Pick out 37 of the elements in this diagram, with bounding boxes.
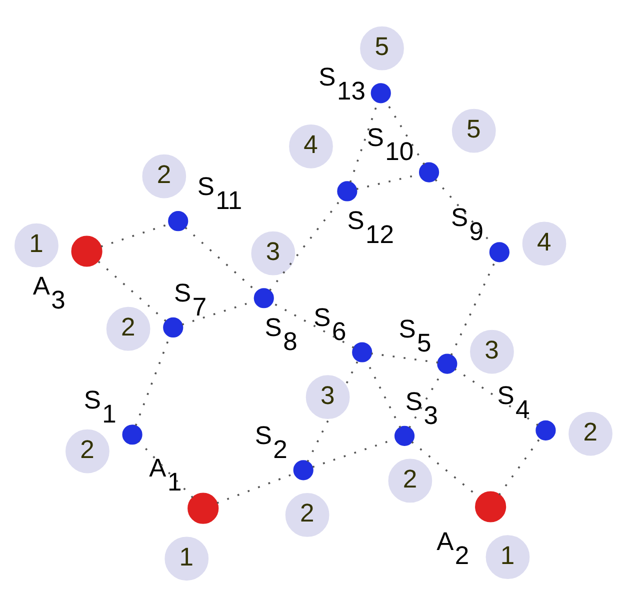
node-circle xyxy=(352,342,372,362)
node-circle xyxy=(489,242,510,262)
node-label: 5 xyxy=(374,32,389,61)
connector xyxy=(454,368,538,426)
node-label: 2 xyxy=(402,465,418,494)
node-circle xyxy=(168,210,188,231)
node-circle xyxy=(254,288,274,308)
node-label: 1 xyxy=(179,542,194,571)
node-label: 1 xyxy=(29,230,44,258)
node-label: 2 xyxy=(300,499,314,528)
connector xyxy=(498,437,541,495)
node-circle xyxy=(418,162,440,182)
connector xyxy=(97,260,166,322)
node-label: 3 xyxy=(484,336,499,364)
node-label: 3 xyxy=(320,381,335,410)
node-circle xyxy=(370,82,391,103)
node-circle xyxy=(293,460,314,480)
node-circle xyxy=(71,235,102,266)
node-circle xyxy=(122,424,142,444)
node-circle xyxy=(475,490,506,522)
node-circle xyxy=(163,316,184,338)
node-circle xyxy=(188,492,219,524)
node-label: 4 xyxy=(536,228,552,256)
node-circle xyxy=(536,420,556,440)
node-label: 4 xyxy=(304,130,318,159)
node-circle xyxy=(394,425,415,446)
node-label: 2 xyxy=(80,436,94,464)
node-label: 5 xyxy=(466,115,481,144)
node-circle xyxy=(437,353,458,374)
connector xyxy=(138,440,194,498)
node-label: 1 xyxy=(500,541,515,570)
node-circle xyxy=(337,180,358,201)
node-label: 2 xyxy=(583,418,598,446)
node-label: 2 xyxy=(156,160,172,189)
node-label: 3 xyxy=(266,238,280,266)
connector xyxy=(371,352,438,363)
node-label: 2 xyxy=(121,313,136,342)
